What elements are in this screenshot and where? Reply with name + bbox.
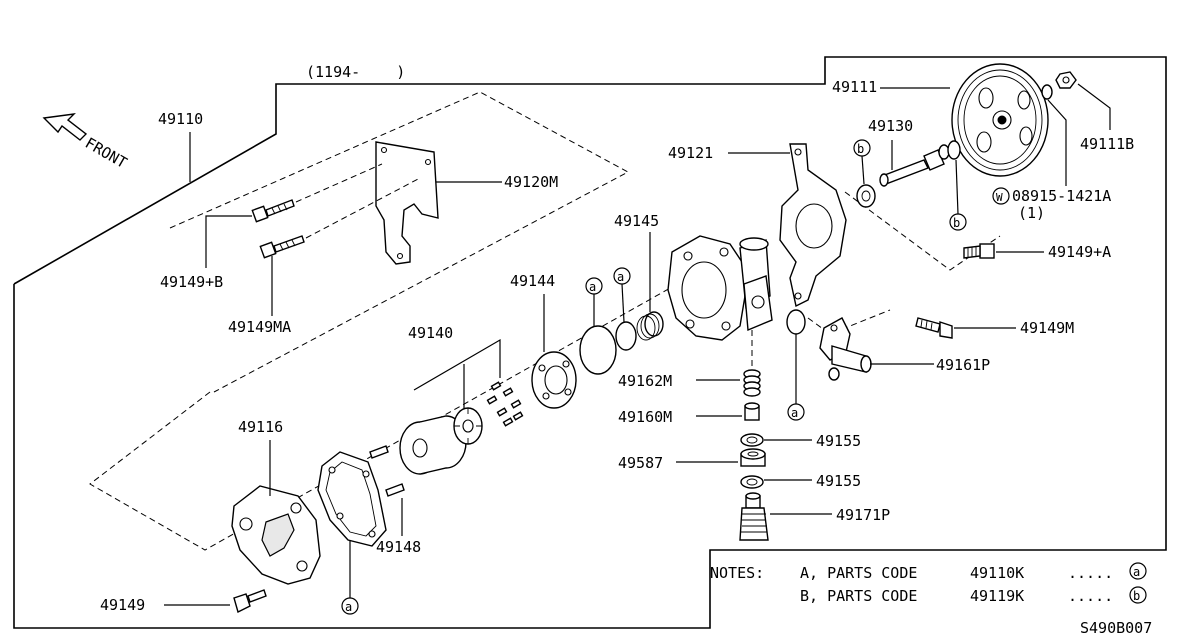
part-49155-washer-lower [740,475,764,489]
part-label-49140: 49140 [408,324,453,342]
part-49160M-valve [744,402,760,421]
part-49144-cam-ring [531,351,577,409]
part-o-ring-small [615,321,637,351]
assembly-boundary [13,56,1167,629]
part-o-ring-large [579,325,617,375]
notes-callout-b-icon [1129,586,1147,604]
part-label-49144: 49144 [510,272,555,290]
part-label-49149M: 49149M [1020,319,1074,337]
part-49149MA-bolt [259,235,305,259]
part-label-49149A: 49149+A [1048,243,1111,261]
part-49149B-bolt [251,199,295,223]
part-label-49161P: 49161P [936,356,990,374]
front-label: FRONT [82,134,130,172]
lower-dashed-boundary [89,259,721,551]
part-49587-sleeve [740,448,766,467]
part-49161P-connector [819,317,872,381]
part-49149M-bolt [915,317,953,339]
connector-dashed-boundary [807,309,891,335]
part-o-ring-body [786,309,806,335]
callout-a-mark: a [589,280,596,294]
part-49140-vanes [486,381,524,427]
part-49140-rotor-plate [399,415,467,475]
part-label-49111B: 49111B [1080,135,1134,153]
notes-callout-b-mark: b [1133,589,1140,603]
part-label-49149: 49149 [100,596,145,614]
part-label-49116: 49116 [238,418,283,436]
part-49149A-bolt [963,243,995,259]
part-49116-rear-cover [231,485,321,585]
range-label: (1194- ) [306,63,405,81]
part-label-49149MA: 49149MA [228,318,291,336]
notes-a-label: A, PARTS CODE [800,564,917,582]
part-label-49155-upper: 49155 [816,432,861,450]
notes-header: NOTES: [710,564,764,582]
callout-b-mark-2: b [953,216,960,230]
part-label-49111: 49111 [832,78,877,96]
notes-b-label: B, PARTS CODE [800,587,917,605]
notes-a-code: 49110K [970,564,1024,582]
callout-b-mark: b [857,142,864,156]
part-seal-ring [947,140,961,160]
notes-b-dots: ..... [1068,587,1113,605]
callout-w-icon [992,187,1010,205]
part-49148-pin-lower [385,483,405,497]
part-label-49171P: 49171P [836,506,890,524]
bracket-dashed-boundary [169,91,630,393]
part-label-49130: 49130 [868,117,913,135]
callout-a-mark-2: a [617,270,624,284]
notes-callout-a-icon [1129,562,1147,580]
callout-a-mark-3: a [791,406,798,420]
part-label-49162M: 49162M [618,372,672,390]
part-gasket-plate [317,451,387,547]
part-qty-08915: (1) [1018,204,1045,222]
part-49149-bolt [233,589,267,614]
part-label-49149B: 49149+B [160,273,223,291]
part-label-49145: 49145 [614,212,659,230]
part-49111B-nut [1055,71,1077,89]
part-label-49121: 49121 [668,144,713,162]
part-49155-washer-upper [740,433,764,447]
part-49171P-fitting [739,492,769,541]
part-49140-rotor [453,407,483,445]
part-bearing-ring [856,184,876,208]
part-pump-body [667,235,773,341]
callout-a-mark-4: a [345,600,352,614]
front-arrow-icon [42,113,88,141]
part-label-49587: 49587 [618,454,663,472]
notes-a-dots: ..... [1068,564,1113,582]
part-washer [1041,84,1053,100]
part-49121-bracket [779,143,847,308]
callout-w-mark: W [996,191,1003,204]
part-label-49110: 49110 [158,110,203,128]
part-49130-shaft [879,144,950,187]
part-49148-pin-upper [369,445,389,459]
diagram-code: S490B007 [1080,619,1152,637]
part-label-49148: 49148 [376,538,421,556]
part-label-49160M: 49160M [618,408,672,426]
part-label-49120M: 49120M [504,173,558,191]
notes-b-code: 49119K [970,587,1024,605]
notes-callout-a-mark: a [1133,565,1140,579]
part-label-49155-lower: 49155 [816,472,861,490]
part-label-08915: 08915-1421A [1012,187,1111,205]
part-49111-pulley [951,63,1049,177]
part-49162M-spring [743,369,761,397]
part-49145-spring [636,311,664,341]
part-49120M-bracket [375,141,439,265]
